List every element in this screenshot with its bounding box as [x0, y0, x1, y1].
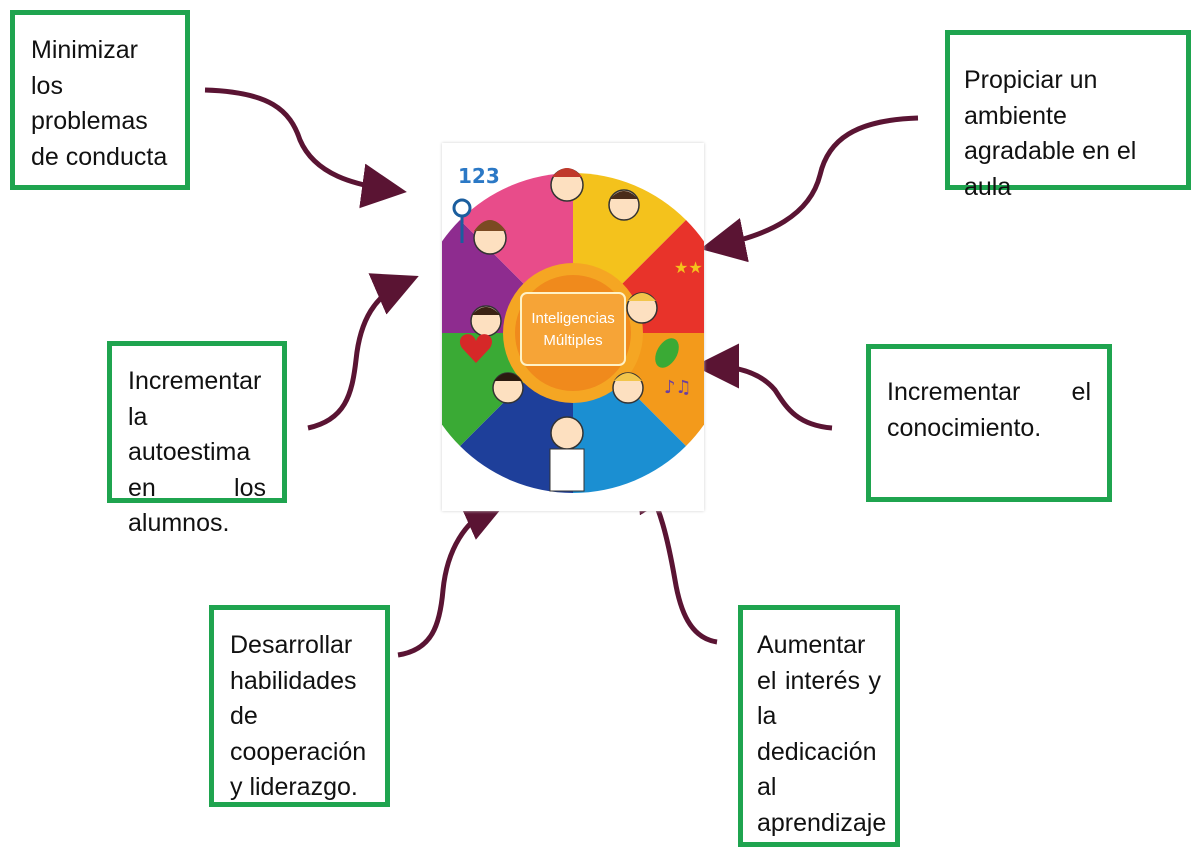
center-label-line2: Múltiples [543, 332, 602, 349]
multiple-intelligences-illustration: Inteligencias Múltiples [413, 143, 733, 511]
svg-text:♪♫: ♪♫ [664, 377, 692, 398]
box-minimizar: Minimizar los problemas de conducta [10, 10, 190, 190]
box-propiciar-text: Propiciar un ambiente agradable en el au… [964, 66, 1137, 201]
kid-left-icon [473, 220, 507, 255]
arrow-desarrollar [397, 498, 508, 658]
kid-left-middle-icon [470, 305, 502, 337]
magnifier-icon [452, 198, 472, 243]
center-label-line1: Inteligencias [531, 310, 614, 327]
box-desarrollar: Desarrollar habilidades de cooperación y… [209, 605, 390, 807]
kid-top-icon [550, 168, 584, 202]
arrow-minimizar [204, 87, 407, 209]
box-minimizar-text: Minimizar los problemas de conducta [31, 36, 168, 171]
box-desarrollar-text: Desarrollar habilidades de cooperación y… [230, 631, 367, 801]
kid-top-right-icon [608, 189, 640, 221]
stars-icon: ★★ [674, 258, 703, 277]
music-notes-icon: ♪♫ [664, 377, 692, 398]
kid-bottom-left-icon [492, 372, 524, 404]
box-aumentar: Aumentar el interés y la dedicación al a… [738, 605, 900, 847]
svg-text:★★: ★★ [674, 258, 703, 277]
box-aumentar-text: Aumentar el interés y la dedicación al a… [757, 631, 887, 837]
kid-right-icon [626, 292, 658, 324]
leaf-icon [655, 338, 679, 368]
arrow-propiciar [700, 115, 919, 263]
svg-text:123: 123 [458, 164, 500, 188]
box-autoestima: Incrementar la autoestima en los alumnos… [107, 341, 287, 537]
box-propiciar: Propiciar un ambiente agradable en el au… [945, 30, 1191, 201]
kid-bottom-right-icon [612, 372, 644, 404]
box-autoestima-text: Incrementar la autoestima en los alumnos… [128, 367, 266, 537]
box-conocimiento-text: Incrementar el conocimiento. [887, 378, 1091, 442]
arrow-conocimiento [694, 343, 833, 431]
arrow-autoestima [307, 273, 419, 431]
heart-icon [459, 334, 493, 363]
kid-bottom-icon [549, 416, 585, 492]
illustration-graphic: Inteligencias Múltiples [413, 164, 733, 493]
box-conocimiento: Incrementar el conocimiento. [866, 344, 1112, 502]
numbers-icon: 123 [458, 164, 500, 188]
